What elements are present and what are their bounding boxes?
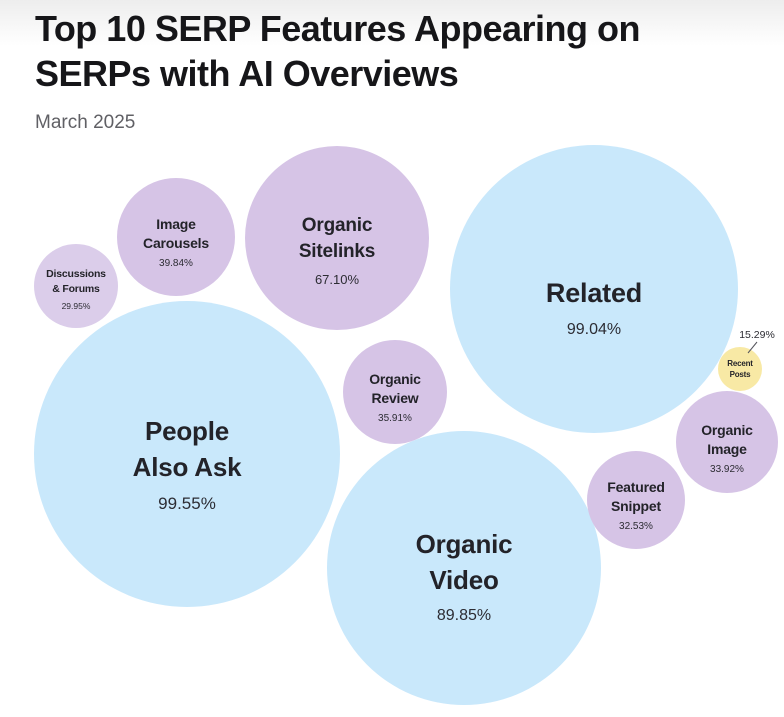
bubble-value: 33.92% — [710, 464, 744, 476]
bubble-label: Posts — [729, 370, 751, 379]
bubble-value: 67.10% — [314, 271, 360, 287]
bubble-label: Carousels — [143, 235, 209, 251]
bubble-discussions-forums: Discussions& Forums 29.95% — [34, 244, 118, 328]
chart-subtitle: March 2025 — [35, 112, 136, 133]
bubble-label: Video — [429, 565, 499, 595]
bubble-related: Related 99.04% — [450, 145, 738, 433]
bubble-value: 29.95% — [61, 300, 91, 311]
bubble-text-block: Related 99.04% — [546, 275, 642, 338]
bubble-label: Image — [156, 215, 196, 232]
chart-header: Top 10 SERP Features Appearing on SERPs … — [35, 6, 755, 134]
bubble-label: Organic — [369, 370, 421, 387]
bubble-value: 99.04% — [566, 320, 622, 338]
chart-title: Top 10 SERP Features Appearing on SERPs … — [35, 8, 640, 94]
bubble-label: Review — [371, 390, 419, 406]
bubble-value: 32.53% — [619, 521, 653, 533]
bubble-label: Sitelinks — [298, 241, 376, 263]
bubble-text-block: Discussions& Forums 29.95% — [46, 267, 106, 310]
bubble-label: Organic — [415, 529, 513, 560]
bubble-label: Image — [707, 441, 747, 457]
bubble-value: 99.55% — [158, 494, 216, 514]
bubble-label: Snippet — [611, 498, 661, 514]
bubble-label: Featured — [607, 478, 665, 495]
bubble-value: 35.91% — [378, 413, 412, 425]
bubble-label: Recent — [727, 358, 753, 368]
bubble-label: People — [144, 415, 230, 446]
bubble-label: & Forums — [52, 282, 100, 295]
bubble-label: Organic — [301, 215, 373, 237]
bubble-label: Also Ask — [132, 451, 242, 482]
bubble-value-external-recent-posts: 15.29% — [739, 329, 775, 341]
bubble-label: Discussions — [46, 268, 106, 281]
bubble-value: 89.85% — [436, 606, 492, 624]
bubble-label: Organic — [701, 421, 753, 438]
bubble-label: Related — [545, 278, 643, 309]
bubble-value: 39.84% — [159, 258, 193, 270]
